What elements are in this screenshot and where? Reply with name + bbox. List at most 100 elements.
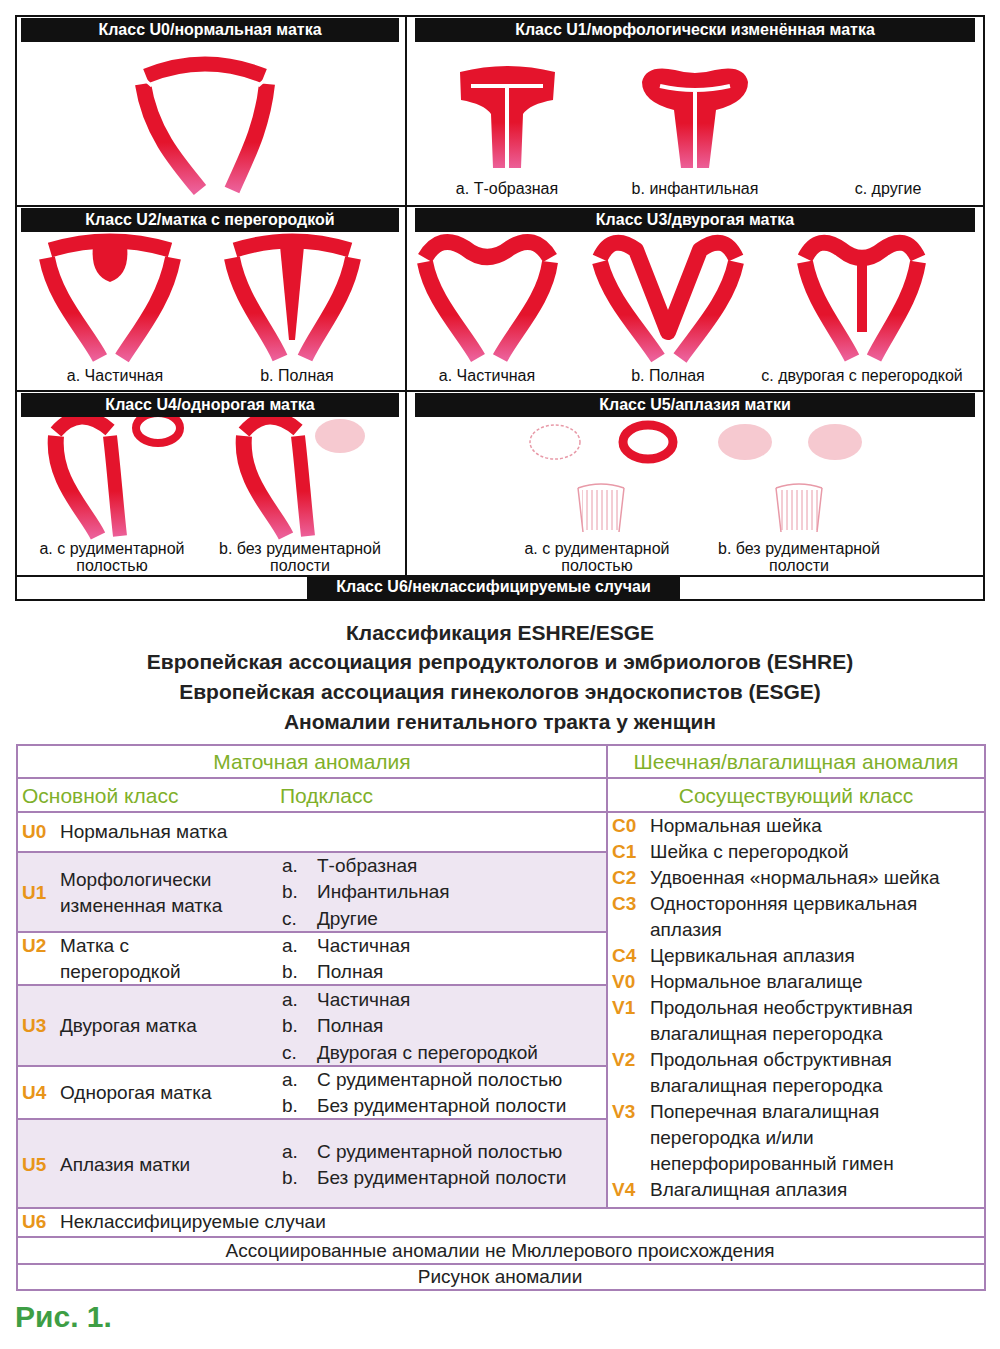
subclass-label: b. без рудиментарной полости (205, 540, 395, 574)
uterus-unicornuate (244, 417, 365, 536)
table-cell: Двурогая матка (60, 1013, 270, 1039)
table-cell: Полная (317, 959, 602, 985)
class-header: Класс U1/морфологически изменённая матка (415, 18, 975, 42)
class-code: U0 (22, 819, 58, 845)
table-header: Шеечная/влагалищная аномалия (611, 748, 981, 776)
table-cell: Другие (317, 906, 602, 932)
table-header: Подкласс (280, 782, 520, 810)
uterus-unicornuate-rudimentary (56, 413, 180, 536)
uterus-septate-partial (47, 241, 173, 358)
table-cell: Рисунок аномалии (30, 1264, 970, 1290)
table-cell: a. (282, 1139, 314, 1165)
table-cell: Цервикальная аплазия (650, 943, 982, 969)
table-cell: Односторонняя цервикальная аплазия (650, 891, 982, 943)
class-code: C2 (612, 865, 648, 891)
table-cell: Поперечная влагалищная перегородка и/или… (650, 1099, 982, 1177)
figure-title: Классификация ESHRE/ESGE (10, 619, 990, 647)
subclass-label: b. Полная (217, 367, 377, 384)
table-cell: Аплазия матки (60, 1152, 270, 1178)
subclass-label: b. без рудиментарной полости (704, 540, 894, 574)
class-code: U4 (22, 1080, 58, 1106)
table-cell: Неклассифицируемые случаи (60, 1209, 560, 1235)
table-cell: Морфологически измененная матка (60, 867, 270, 919)
subclass-label: c. двурогая с перегородкой (745, 367, 980, 384)
uterus-septate-complete (232, 241, 353, 358)
uterus-aplasia (718, 424, 862, 532)
class-panel: Класс U6/неклассифицируемые случаи (15, 575, 985, 601)
class-code: V1 (612, 995, 648, 1021)
table-cell: Продольная необструктивная влагалищная п… (650, 995, 982, 1047)
uterus-aplasia-rudimentary (530, 425, 673, 532)
class-header: Класс U4/однорогая матка (21, 393, 399, 417)
class-code: U5 (22, 1152, 58, 1178)
uterus-normal (136, 64, 274, 190)
class-code: V2 (612, 1047, 648, 1073)
table-cell: Ассоциированные аномалии не Мюллерового … (30, 1238, 970, 1264)
uterus-bicornuate-septate (805, 243, 918, 358)
table-cell: b. (282, 959, 314, 985)
table-cell: Полная (317, 1013, 602, 1039)
subclass-label: b. Полная (593, 367, 743, 384)
class-header: Класс U5/аплазия матки (415, 393, 975, 417)
class-panel: Класс U3/двурогая матка a. Частичная b. По… (405, 205, 985, 392)
table-cell: Матка с перегородкой (60, 933, 250, 985)
table-cell: c. (282, 906, 314, 932)
table-cell: С рудиментарной полостью (317, 1067, 602, 1093)
table-cell: b. (282, 1093, 314, 1119)
class-header: Класс U3/двурогая матка (415, 208, 975, 232)
class-panel: Класс U1/морфологически изменённая матка… (405, 15, 985, 207)
class-panel: Класс U0/нормальная матка (15, 15, 407, 207)
table-cell: Продольная обструктивная влагалищная пер… (650, 1047, 982, 1099)
class-code: U2 (22, 933, 58, 959)
table-cell: Двурогая с перегородкой (317, 1040, 602, 1066)
uterus-infantile (642, 69, 748, 169)
table-cell: a. (282, 987, 314, 1013)
table-cell: b. (282, 1165, 314, 1191)
table-cell: Влагалищная аплазия (650, 1177, 982, 1203)
table-cell: a. (282, 1067, 314, 1093)
table-cell: Без рудиментарной полости (317, 1093, 602, 1119)
table-cell: Нормальное влагалище (650, 969, 982, 995)
table-cell: Нормальная матка (60, 819, 280, 845)
subclass-label: a. с рудиментарной полостью (20, 540, 205, 574)
table-cell: b. (282, 1013, 314, 1039)
class-code: V0 (612, 969, 648, 995)
table-cell: Удвоенная «нормальная» шейка (650, 865, 982, 891)
class-code: C0 (612, 813, 648, 839)
table-cell: Частичная (317, 933, 602, 959)
uterus-t-shaped (460, 66, 555, 168)
class-code: C4 (612, 943, 648, 969)
table-header: Маточная аномалия (22, 748, 602, 776)
class-code: U6 (22, 1209, 58, 1235)
subclass-label: c. другие (828, 180, 948, 197)
table-cell: Частичная (317, 987, 602, 1013)
class-panel: Класс U5/аплазия матки a. с рудиментарной… (405, 390, 985, 577)
class-panel: Класс U4/однорогая матка a. с рудиментарн… (15, 390, 407, 577)
table-cell: Нормальная шейка (650, 813, 982, 839)
class-panel: Класс U2/матка с перегородкой a. Частична… (15, 205, 407, 392)
subtitle-line: Европейская ассоциация репродуктологов и… (10, 648, 990, 676)
table-header: Основной класс (22, 782, 272, 810)
table-cell: Инфантильная (317, 879, 602, 905)
class-code: U1 (22, 880, 58, 906)
table-cell: Т-образная (317, 853, 602, 879)
class-code: V3 (612, 1099, 648, 1125)
table-cell: a. (282, 933, 314, 959)
subtitle-line: Европейская ассоциация гинекологов эндос… (10, 678, 990, 706)
table-cell: a. (282, 853, 314, 879)
table-cell: С рудиментарной полостью (317, 1139, 602, 1165)
class-code: C1 (612, 839, 648, 865)
class-code: C3 (612, 891, 648, 917)
table-cell: Шейка с перегородкой (650, 839, 982, 865)
subclass-label: a. с рудиментарной полостью (502, 540, 692, 574)
class-header: Класс U6/неклассифицируемые случаи (307, 575, 680, 599)
subclass-label: a. Частичная (35, 367, 195, 384)
uterus-bicornuate-complete (600, 243, 736, 358)
subclass-label: a. Частичная (407, 367, 567, 384)
class-header: Класс U2/матка с перегородкой (21, 208, 399, 232)
table-grid (17, 745, 985, 1290)
table-cell: b. (282, 879, 314, 905)
class-header: Класс U0/нормальная матка (21, 18, 399, 42)
subtitle-line: Аномалии генитального тракта у женщин (10, 708, 990, 736)
